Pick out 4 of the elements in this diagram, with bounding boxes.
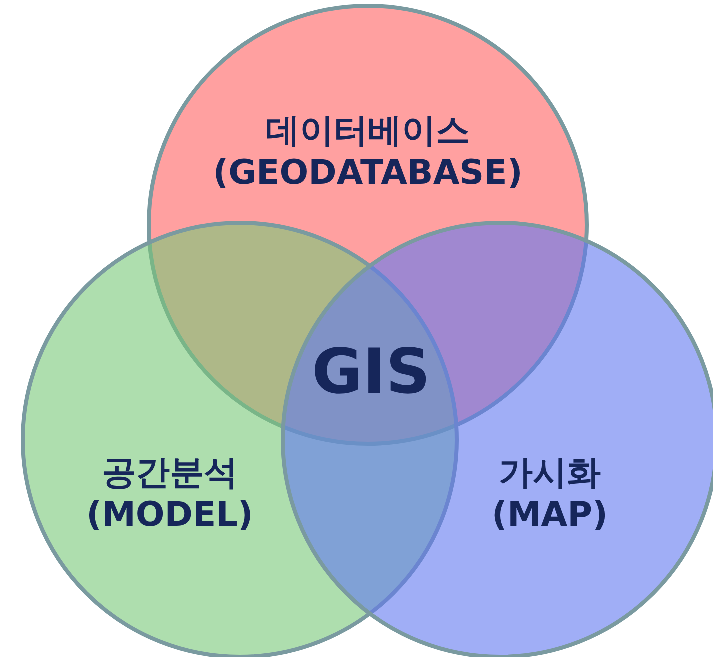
center-label: GIS bbox=[312, 335, 431, 408]
circle-label: 가시화 (MAP) bbox=[490, 452, 610, 536]
circle-label: 공간분석 (MODEL) bbox=[86, 452, 254, 536]
circle-label: 데이터베이스 (GEODATABASE) bbox=[212, 110, 524, 194]
